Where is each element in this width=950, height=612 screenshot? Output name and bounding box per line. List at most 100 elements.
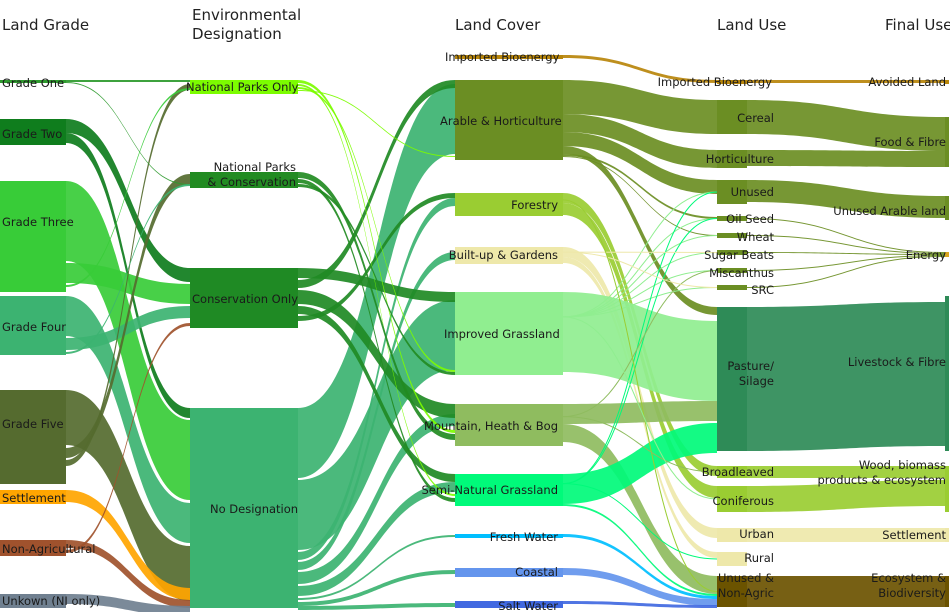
thin-flow-forestry-to-unused_non_agric bbox=[562, 199, 718, 592]
flow-broadleaved-to-wood_biomass bbox=[747, 466, 945, 478]
label-cereal: Cereal bbox=[737, 111, 774, 125]
node-energy bbox=[945, 252, 949, 257]
thin-flow-semi_natural_grassland-to-rural bbox=[562, 483, 718, 560]
node-improved-grassland bbox=[455, 292, 563, 375]
node-oil-seed bbox=[717, 216, 747, 221]
flow-non_agricultural-to-conservation_only bbox=[66, 323, 190, 553]
label-grade-three: Grade Three bbox=[2, 215, 74, 229]
thin-flow-improved_grassland-to-sugar_beats bbox=[562, 252, 718, 318]
flow-no_designation-to-semi_natural_grassland bbox=[298, 482, 455, 596]
label-improved-grassland: Improved Grassland bbox=[444, 327, 560, 341]
flow-settlement_grade-to-no_designation bbox=[66, 490, 190, 600]
thin-flow-improved_grassland-to-wheat bbox=[562, 235, 718, 318]
label-energy: Energy bbox=[906, 248, 946, 262]
flow-grade_two-to-conservation_only bbox=[66, 119, 190, 282]
flow-mountain_heath_bog-to-pasture_silage bbox=[563, 401, 717, 424]
flow-conservation_only-to-improved_grassland bbox=[298, 268, 455, 302]
node-sugar-beats bbox=[717, 250, 747, 255]
flow-arable_horticulture-to-unused bbox=[563, 132, 717, 194]
thin-flow-improved_grassland-to-miscanthus bbox=[562, 270, 718, 318]
node-wood-biomass bbox=[945, 466, 949, 512]
label-grade-two: Grade Two bbox=[2, 127, 62, 141]
node-cereal bbox=[717, 100, 747, 134]
node-grade-three bbox=[0, 181, 66, 292]
flow-pasture_silage-to-livestock_fibre bbox=[747, 302, 945, 451]
thin-flow-improved_grassland-to-unused bbox=[562, 191, 718, 318]
flow-mountain_heath_bog-to-unused_non_agric bbox=[563, 424, 717, 594]
flow-national_parks_conservation-to-semi_natural_grassland bbox=[298, 179, 455, 502]
node-national-parks-only bbox=[190, 80, 298, 94]
label-horticulture: Horticulture bbox=[706, 152, 774, 166]
label-coniferous: Coniferous bbox=[713, 494, 774, 508]
label-miscanthus: Miscanthus bbox=[709, 266, 774, 280]
node-grade-one bbox=[0, 80, 66, 83]
node-coniferous bbox=[717, 486, 747, 512]
flow-semi_natural_grassland-to-unused_non_agric bbox=[563, 504, 717, 596]
label-broadleaved: Broadleaved bbox=[702, 465, 774, 479]
label-oil-seed: Oil Seed bbox=[726, 212, 774, 226]
label-food-fibre: Food & Fibre bbox=[874, 135, 946, 149]
node-conservation-only bbox=[190, 268, 298, 328]
label-built-up-gardens: Built-up & Gardens bbox=[449, 248, 558, 262]
flow-no_designation-to-mountain_heath_bog bbox=[298, 414, 455, 584]
flow-national_parks_conservation-to-improved_grassland bbox=[298, 184, 455, 375]
label-fresh-water: Fresh Water bbox=[490, 530, 559, 544]
node-forestry bbox=[455, 193, 563, 216]
label-settlement-grade: Settlement bbox=[2, 491, 66, 505]
flow-no_designation-to-salt_water bbox=[298, 603, 455, 610]
flow-unused_non_agric-to-ecosystem_biodiversity bbox=[747, 576, 945, 607]
label-unused: Unused bbox=[731, 185, 774, 199]
thin-flow-improved_grassland-to-src bbox=[562, 287, 718, 318]
flow-src-to-energy bbox=[747, 256, 945, 288]
flow-grade_one-to-national_parks_conservation bbox=[66, 82, 190, 185]
flow-arable_horticulture-to-wheat bbox=[563, 156, 717, 236]
label-coastal: Coastal bbox=[515, 565, 558, 579]
flow-urban-to-settlement_final bbox=[747, 528, 945, 542]
node-src bbox=[717, 285, 747, 290]
flow-grade_five-to-national_parks_conservation bbox=[66, 174, 190, 458]
node-national-parks-conservation bbox=[190, 172, 298, 188]
flow-cereal-to-food_fibre bbox=[747, 100, 945, 151]
flow-semi_natural_grassland-to-pasture_silage bbox=[563, 423, 717, 504]
flow-no_designation-to-forestry bbox=[298, 198, 455, 560]
label-urban: Urban bbox=[739, 527, 774, 541]
flow-national_parks_only-to-mountain_heath_bog bbox=[298, 80, 455, 433]
flow-no_designation-to-coastal bbox=[298, 570, 455, 606]
flow-sugar_beats-to-energy bbox=[747, 252, 945, 255]
flow-non_agricultural-to-no_designation bbox=[66, 540, 190, 608]
label-unknown: Unkown (NI only) bbox=[2, 594, 100, 608]
flow-conservation_only-to-semi_natural_grassland bbox=[298, 306, 455, 482]
node-settlement-grade bbox=[0, 490, 66, 504]
node-avoided-land bbox=[945, 80, 949, 84]
flow-no_designation-to-improved_grassland bbox=[298, 300, 455, 550]
node-no-designation bbox=[190, 408, 298, 608]
flow-grade_four-to-conservation_only bbox=[66, 306, 190, 350]
flow-built_up_gardens-to-urban bbox=[563, 247, 717, 538]
flow-grade_five-to-no_designation bbox=[66, 390, 190, 601]
flow-national_parks_only-to-improved_grassland bbox=[298, 87, 455, 372]
label-avoided-land: Avoided Land bbox=[868, 75, 946, 89]
label-settlement-final: Settlement bbox=[882, 528, 946, 542]
node-grade-five bbox=[0, 390, 66, 484]
thin-flow-improved_grassland-to-oil_seed bbox=[562, 218, 718, 318]
label-unused-non-agric: Unused &Non-Agric bbox=[718, 571, 774, 600]
flow-oil_seed-to-energy bbox=[747, 218, 945, 253]
thin-flow-built_up_gardens-to-src bbox=[562, 251, 718, 288]
node-salt-water bbox=[455, 601, 563, 608]
node-bars bbox=[0, 55, 949, 608]
label-ecosystem-biodiversity: Ecosystem &Biodiversity bbox=[871, 571, 946, 600]
node-rural bbox=[717, 552, 747, 566]
node-mountain-heath-bog bbox=[455, 404, 563, 446]
flow-unused-to-unused_arable_land bbox=[747, 180, 945, 218]
flow-grade_three-to-no_designation bbox=[66, 181, 190, 500]
thin-flow-semi_natural_grassland-to-oil_seed bbox=[562, 218, 718, 485]
label-national-parks-conservation: National Parks& Conservation bbox=[207, 160, 296, 189]
flow-improved_grassland-to-pasture_silage bbox=[563, 292, 717, 401]
label-semi-natural-grassland: Semi-Natural Grassland bbox=[422, 483, 559, 497]
flow-horticulture-to-food_fibre bbox=[747, 150, 945, 167]
flow-salt_water-to-unused_non_agric bbox=[563, 601, 717, 608]
label-imported-bioenergy-source: Imported Bioenergy bbox=[445, 50, 560, 64]
flow-national_parks_conservation-to-mountain_heath_bog bbox=[298, 172, 455, 440]
header-land-grade: Land Grade bbox=[2, 16, 90, 34]
